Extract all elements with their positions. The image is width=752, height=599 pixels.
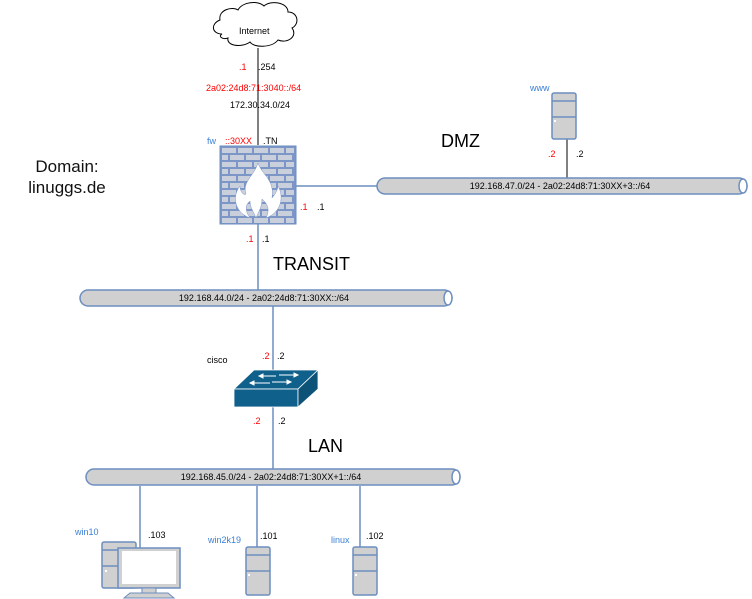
firewall-brick bbox=[222, 169, 228, 174]
switch-icon bbox=[232, 369, 320, 408]
firewall-brick bbox=[238, 162, 252, 167]
firewall-brick bbox=[270, 148, 284, 153]
firewall-brick bbox=[262, 155, 276, 160]
firewall-brick bbox=[230, 155, 244, 160]
firewall-brick bbox=[254, 148, 268, 153]
fw-wan-red: ::30XX bbox=[225, 136, 253, 146]
firewall-brick bbox=[222, 197, 228, 202]
host-linux-addr: .102 bbox=[366, 531, 384, 541]
www-server-icon bbox=[551, 92, 577, 140]
win10-pc-icon bbox=[101, 541, 181, 599]
linux-server-icon bbox=[352, 546, 378, 596]
firewall-brick bbox=[254, 218, 268, 223]
transit-bus-label: 192.168.44.0/24 - 2a02:24d8:71:30XX::/64 bbox=[178, 293, 350, 303]
fw-transit-black: .1 bbox=[262, 234, 270, 244]
firewall-brick bbox=[238, 218, 252, 223]
firewall-brick bbox=[222, 162, 236, 167]
internet-ipv4-net: 172.30.34.0/24 bbox=[230, 100, 291, 110]
switch-down-red: .2 bbox=[253, 416, 261, 426]
internet-addr-black: .254 bbox=[258, 62, 276, 72]
firewall-icon bbox=[219, 145, 297, 225]
www-name-label: www bbox=[530, 83, 550, 93]
switch-down-black: .2 bbox=[278, 416, 286, 426]
transit-bus bbox=[79, 289, 453, 307]
firewall-brick bbox=[222, 190, 236, 195]
firewall-brick bbox=[254, 162, 268, 167]
firewall-brick bbox=[270, 176, 284, 181]
lan-bus bbox=[85, 468, 461, 486]
firewall-brick bbox=[238, 148, 252, 153]
firewall-brick bbox=[262, 169, 276, 174]
firewall-brick bbox=[286, 148, 294, 153]
firewall-brick bbox=[222, 183, 228, 188]
firewall-brick bbox=[222, 204, 236, 209]
firewall-brick bbox=[230, 211, 244, 216]
fw-dmz-red: .1 bbox=[300, 202, 308, 212]
firewall-brick bbox=[286, 190, 294, 195]
switch-name-label: cisco bbox=[207, 355, 228, 365]
domain-label-line1: Domain: bbox=[35, 157, 99, 176]
firewall-brick bbox=[270, 218, 284, 223]
host-linux-name: linux bbox=[331, 535, 350, 545]
domain-label: Domain: linuggs.de bbox=[22, 156, 112, 198]
dmz-bus bbox=[376, 177, 748, 195]
firewall-brick bbox=[270, 162, 284, 167]
internet-label: Internet bbox=[239, 26, 270, 36]
zone-label-lan: LAN bbox=[308, 436, 344, 456]
firewall-brick bbox=[286, 162, 294, 167]
firewall-brick bbox=[246, 211, 260, 216]
firewall-brick bbox=[222, 176, 236, 181]
dmz-bus-label: 192.168.47.0/24 - 2a02:24d8:71:30XX+3::/… bbox=[469, 181, 651, 191]
fw-wan-black: .TN bbox=[263, 136, 278, 146]
domain-label-line2: linuggs.de bbox=[28, 178, 106, 197]
firewall-brick bbox=[246, 169, 260, 174]
firewall-brick bbox=[286, 204, 294, 209]
firewall-brick bbox=[222, 155, 228, 160]
host-win10-addr: .103 bbox=[148, 530, 166, 540]
www-addr-black: .2 bbox=[576, 149, 584, 159]
lan-bus-label: 192.168.45.0/24 - 2a02:24d8:71:30XX+1::/… bbox=[180, 472, 362, 482]
firewall-brick bbox=[278, 183, 292, 188]
firewall-brick bbox=[286, 176, 294, 181]
fw-name-label: fw bbox=[207, 136, 216, 146]
internet-addr-red: .1 bbox=[239, 62, 247, 72]
firewall-brick bbox=[278, 155, 292, 160]
zone-label-transit: TRANSIT bbox=[273, 254, 351, 274]
fw-transit-red: .1 bbox=[246, 234, 254, 244]
firewall-brick bbox=[222, 211, 228, 216]
switch-up-red: .2 bbox=[262, 351, 270, 361]
firewall-brick bbox=[230, 169, 244, 174]
switch-up-black: .2 bbox=[277, 351, 285, 361]
firewall-brick bbox=[238, 190, 252, 195]
firewall-brick bbox=[222, 148, 236, 153]
host-win2k19-name: win2k19 bbox=[208, 535, 242, 545]
firewall-brick bbox=[238, 176, 252, 181]
firewall-brick bbox=[230, 183, 244, 188]
host-win2k19-addr: .101 bbox=[260, 531, 278, 541]
host-win10-name: win10 bbox=[75, 527, 99, 537]
firewall-brick bbox=[246, 155, 260, 160]
firewall-brick bbox=[278, 169, 292, 174]
firewall-brick bbox=[278, 211, 292, 216]
firewall-brick bbox=[222, 218, 236, 223]
www-addr-red: .2 bbox=[548, 149, 556, 159]
win2k19-server-icon bbox=[245, 546, 271, 596]
fw-dmz-black: .1 bbox=[317, 202, 325, 212]
firewall-brick bbox=[286, 218, 294, 223]
firewall-brick bbox=[278, 197, 292, 202]
internet-ipv6-net: 2a02:24d8:71:3040::/64 bbox=[206, 83, 302, 93]
internet-cloud-icon bbox=[213, 2, 298, 47]
zone-label-dmz: DMZ bbox=[441, 131, 480, 151]
